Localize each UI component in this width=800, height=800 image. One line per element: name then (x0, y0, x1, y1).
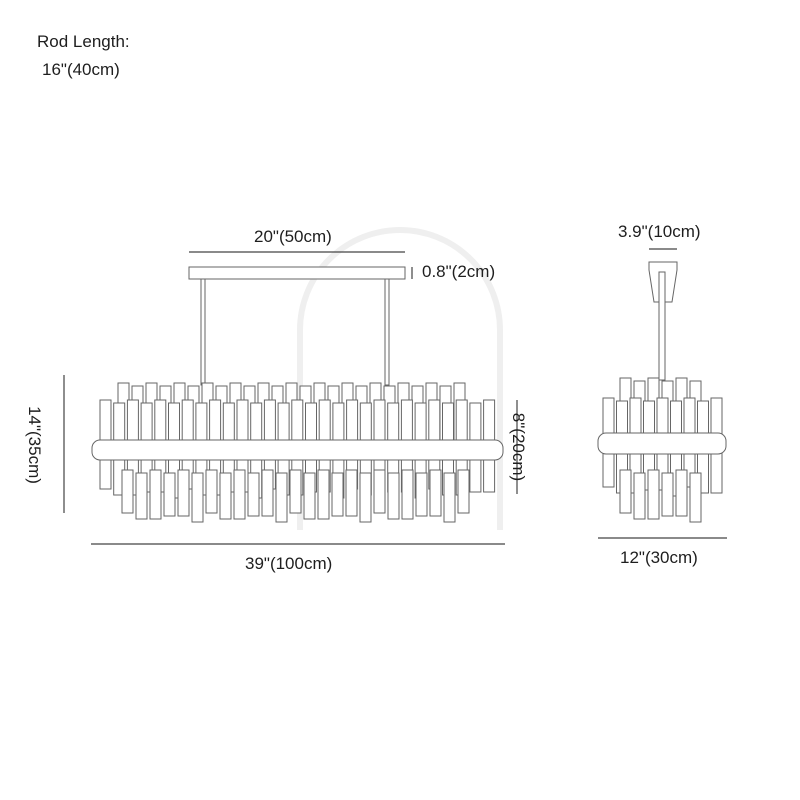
side-band (597, 432, 727, 455)
side-rod (658, 271, 666, 381)
crystal-rod (191, 472, 204, 523)
crystal-rod (219, 472, 232, 520)
crystal-rod (331, 472, 344, 517)
crystal-rod (415, 472, 428, 517)
watermark-logo (297, 227, 503, 530)
front-total-height-label: 14"(35cm) (24, 406, 44, 484)
crystal-rod (345, 469, 358, 517)
crystal-rod (443, 472, 456, 523)
crystal-rod (387, 472, 400, 520)
crystal-rod (373, 469, 386, 514)
crystal-rod (205, 469, 218, 514)
crystal-rod (401, 469, 414, 520)
crystal-rod (275, 472, 288, 523)
crystal-rod (247, 472, 260, 517)
front-rod-right (384, 278, 390, 386)
front-band (91, 439, 504, 461)
front-canopy-height-label: 0.8"(2cm) (422, 262, 496, 281)
rod-length-value: 16"(40cm) (42, 60, 120, 79)
crystal-rod (163, 472, 176, 517)
crystal-rod (619, 469, 632, 514)
crystal-rod (633, 472, 646, 520)
side-canopy-width-label: 3.9"(10cm) (618, 222, 701, 241)
crystal-rod (303, 472, 316, 520)
crystal-rod (289, 469, 302, 514)
crystal-rod (689, 472, 702, 523)
crystal-rod (457, 469, 470, 514)
crystal-rod (233, 469, 246, 520)
front-total-width-label: 39"(100cm) (245, 554, 333, 573)
crystal-rod (149, 469, 162, 520)
crystal-rod (177, 469, 190, 517)
rod-length-label: Rod Length: (37, 32, 130, 51)
dimension-lines (63, 248, 727, 545)
front-body-height-label: 8"(20cm) (509, 412, 529, 482)
crystal-rod (661, 472, 674, 517)
front-view (91, 266, 504, 523)
crystal-rod (121, 469, 134, 514)
side-total-width-label: 12"(30cm) (620, 548, 698, 567)
front-rod-left (200, 278, 206, 386)
crystal-rod (647, 469, 660, 520)
crystal-rod (675, 469, 688, 517)
crystal-rod (429, 469, 442, 517)
front-canopy (188, 266, 406, 280)
side-view (597, 261, 727, 523)
crystal-rod (135, 472, 148, 520)
crystal-rod (317, 469, 330, 520)
crystal-rod (359, 472, 372, 523)
crystal-rod (261, 469, 274, 517)
front-canopy-width-label: 20"(50cm) (254, 227, 332, 246)
